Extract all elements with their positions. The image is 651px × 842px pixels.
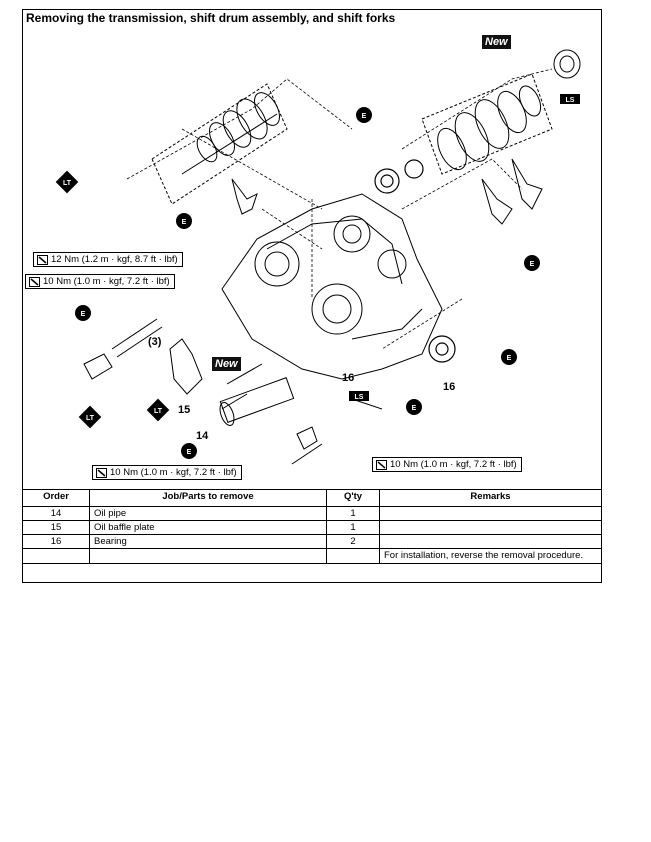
cell-job: Oil baffle plate xyxy=(89,520,327,535)
torque-label: 10 Nm (1.0 m · kgf, 7.2 ft · lbf) xyxy=(372,457,522,472)
cell-remarks xyxy=(379,506,602,521)
svg-text:LT: LT xyxy=(63,180,72,187)
table-row: 15 Oil baffle plate 1 xyxy=(22,520,602,535)
header-remarks: Remarks xyxy=(379,489,602,507)
shift-forks xyxy=(231,158,543,225)
callout-16-right: 16 xyxy=(443,381,456,393)
shift-drum-assembly xyxy=(219,363,383,465)
new-tag-oil-seal: New xyxy=(482,35,511,49)
svg-text:E: E xyxy=(182,219,187,226)
torque-label: 10 Nm (1.0 m · kgf, 7.2 ft · lbf) xyxy=(92,465,242,480)
locktite-badge-icon: LT xyxy=(146,398,170,422)
oil-badge-icon: E xyxy=(406,399,422,415)
table-row: For installation, reverse the removal pr… xyxy=(22,548,602,564)
oil-badge-icon: E xyxy=(176,213,192,229)
torque-label: 10 Nm (1.0 m · kgf, 7.2 ft · lbf) xyxy=(25,274,175,289)
cell-qty: 1 xyxy=(326,506,380,521)
torque-value: 10 Nm (1.0 m · kgf, 7.2 ft · lbf) xyxy=(110,467,237,478)
bearing-16-right xyxy=(428,335,456,363)
svg-text:E: E xyxy=(507,355,512,362)
svg-text:E: E xyxy=(412,405,417,412)
torque-value: 10 Nm (1.0 m · kgf, 7.2 ft · lbf) xyxy=(43,276,170,287)
oil-badge-icon: E xyxy=(181,443,197,459)
exploded-view-diagram: E E E E E E E LT LT LT LS LS xyxy=(55,49,581,465)
new-tag-oring: New xyxy=(212,357,241,371)
cell-qty: 1 xyxy=(326,520,380,535)
drive-axle-assembly xyxy=(421,49,581,175)
oil-badge-icon: E xyxy=(356,107,372,123)
cell-job: Bearing xyxy=(89,534,327,549)
table-row: 14 Oil pipe 1 xyxy=(22,506,602,521)
callout-16-left: 16 xyxy=(342,372,355,384)
oil-badge-icon: E xyxy=(75,305,91,321)
svg-text:E: E xyxy=(81,311,86,318)
table-header-row: Order Job/Parts to remove Q'ty Remarks xyxy=(22,489,602,507)
svg-text:LS: LS xyxy=(355,394,364,401)
main-axle-assembly xyxy=(151,83,288,205)
svg-text:LT: LT xyxy=(86,415,95,422)
oil-badge-icon: E xyxy=(501,349,517,365)
wrench-icon xyxy=(29,276,40,287)
callout-quantity: (3) xyxy=(148,336,162,348)
svg-text:LT: LT xyxy=(154,408,163,415)
wrench-icon xyxy=(376,459,387,470)
cell-order: 14 xyxy=(22,506,90,521)
cell-order: 15 xyxy=(22,520,90,535)
header-qty: Q'ty xyxy=(326,489,380,507)
header-job: Job/Parts to remove xyxy=(89,489,327,507)
grease-badge-icon: LS xyxy=(560,94,580,104)
torque-value: 10 Nm (1.0 m · kgf, 7.2 ft · lbf) xyxy=(390,459,517,470)
cell-remarks: For installation, reverse the removal pr… xyxy=(379,548,602,564)
table-row: 16 Bearing 2 xyxy=(22,534,602,549)
torque-label: 12 Nm (1.2 m · kgf, 8.7 ft · lbf) xyxy=(33,252,183,267)
svg-text:E: E xyxy=(362,113,367,120)
page-title: Removing the transmission, shift drum as… xyxy=(26,11,396,25)
wrench-icon xyxy=(96,467,107,478)
cell-order xyxy=(22,548,90,564)
left-components xyxy=(83,318,248,410)
cell-order: 16 xyxy=(22,534,90,549)
torque-value: 12 Nm (1.2 m · kgf, 8.7 ft · lbf) xyxy=(51,254,178,265)
crankcase xyxy=(221,193,443,380)
parts-table: Order Job/Parts to remove Q'ty Remarks 1… xyxy=(22,489,602,564)
header-order: Order xyxy=(22,489,90,507)
svg-text:E: E xyxy=(530,261,535,268)
oil-seals xyxy=(374,159,424,194)
callout-15: 15 xyxy=(178,404,191,416)
cell-remarks xyxy=(379,520,602,535)
svg-text:LS: LS xyxy=(566,97,575,104)
cell-qty: 2 xyxy=(326,534,380,549)
cell-remarks xyxy=(379,534,602,549)
grease-badge-icon: LS xyxy=(349,391,369,401)
cell-qty xyxy=(326,548,380,564)
page-frame xyxy=(22,9,602,583)
callout-14: 14 xyxy=(196,430,209,442)
oil-badge-icon: E xyxy=(524,255,540,271)
wrench-icon xyxy=(37,254,48,265)
locktite-badge-icon: LT xyxy=(78,405,102,429)
cell-job xyxy=(89,548,327,564)
cell-job: Oil pipe xyxy=(89,506,327,521)
svg-text:E: E xyxy=(187,449,192,456)
locktite-badge-icon: LT xyxy=(55,170,79,194)
